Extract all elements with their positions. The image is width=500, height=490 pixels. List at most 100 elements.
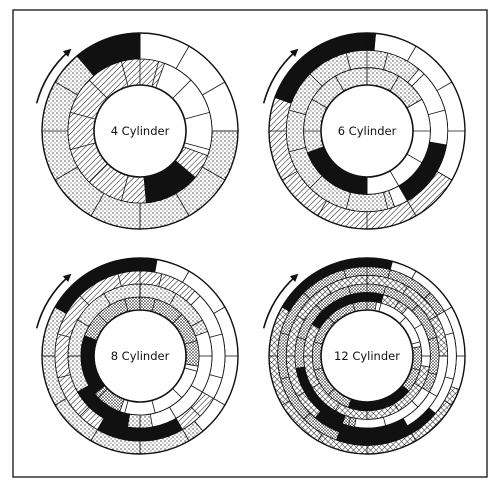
ring-division <box>182 270 190 283</box>
cylinder-label: 6 Cylinder <box>338 124 397 138</box>
ring-division <box>387 269 391 279</box>
ring-division <box>414 382 423 389</box>
ring-division <box>77 385 90 393</box>
cylinder-label: 4 Cylinder <box>111 124 170 138</box>
rotation-arrow-icon <box>35 48 72 104</box>
outer-boundary <box>41 257 239 455</box>
ring-division <box>54 166 78 181</box>
ring-division <box>54 306 67 314</box>
ring-division <box>190 319 203 327</box>
center-hole <box>320 309 414 403</box>
ring-division <box>436 81 453 92</box>
cylinder-label: 12 Cylinder <box>334 349 400 363</box>
ring-division <box>444 306 453 312</box>
ring-division <box>423 292 431 300</box>
ring <box>67 58 213 204</box>
ring <box>67 283 213 429</box>
ring-division <box>103 293 111 306</box>
ring-division <box>334 170 345 187</box>
ring-division <box>378 303 382 312</box>
ring-division <box>411 341 420 345</box>
ring-division <box>77 319 90 327</box>
ring-division <box>184 367 198 372</box>
center-hole <box>93 84 187 178</box>
ring-division <box>423 412 431 420</box>
ring-division <box>334 403 341 412</box>
outer-boundary <box>268 32 466 230</box>
ring-division <box>317 433 323 442</box>
ring-division <box>429 315 438 321</box>
ring-division <box>411 270 417 279</box>
ring-division <box>82 340 96 345</box>
figure-frame <box>12 9 488 478</box>
ring-division <box>97 313 108 324</box>
ring-division <box>328 388 335 395</box>
ring-division <box>297 336 306 340</box>
ring-division <box>90 429 98 442</box>
ring-division <box>280 332 290 336</box>
ring-division <box>317 270 323 279</box>
ring-division <box>151 175 160 201</box>
ring-division <box>399 317 406 324</box>
ring-division <box>393 300 400 309</box>
ring-division <box>172 388 183 399</box>
ring-division <box>345 52 351 70</box>
ring-division <box>389 170 400 187</box>
rotation-arrow-icon <box>35 273 72 329</box>
ring-division <box>297 372 306 376</box>
ring-division <box>328 317 335 324</box>
ring-division <box>184 111 210 120</box>
ring-division <box>347 417 351 426</box>
ring-division <box>117 273 122 287</box>
ring-division <box>151 400 156 414</box>
ring-division <box>120 61 129 87</box>
ring-division <box>429 391 438 397</box>
ring-division <box>151 298 156 312</box>
ring-division <box>414 323 423 330</box>
diagram-4: 12 Cylinder <box>262 257 466 455</box>
ring-division <box>383 286 387 295</box>
rotation-arrow-icon <box>262 273 299 329</box>
ring-division <box>103 406 111 419</box>
outer-boundary <box>41 32 239 230</box>
ring-division <box>184 340 198 345</box>
ring-division <box>347 286 351 295</box>
ring-division <box>383 417 387 426</box>
ring-division <box>428 336 437 340</box>
cylinder-label: 8 Cylinder <box>111 349 170 363</box>
ring-division <box>213 306 226 314</box>
ring-division <box>209 333 223 338</box>
ring-division <box>280 376 290 380</box>
ring-division <box>169 406 177 419</box>
ring-division <box>296 315 305 321</box>
ring-division <box>309 73 323 87</box>
ring-division <box>343 433 347 443</box>
ring-division <box>288 109 306 115</box>
ring-division <box>281 81 298 92</box>
ring-division <box>169 293 177 306</box>
ring-division <box>88 163 108 183</box>
ring-division <box>175 193 190 217</box>
ring-division <box>90 45 105 69</box>
ring-division <box>317 45 328 62</box>
ring-division <box>57 374 71 379</box>
ring-division <box>411 175 425 189</box>
ring-division <box>303 292 311 300</box>
ring <box>54 270 226 442</box>
ring-division <box>399 388 406 395</box>
ring-division <box>296 391 305 397</box>
ring-division <box>90 193 105 217</box>
ring-division <box>182 429 190 442</box>
ring-division <box>202 81 226 96</box>
ring-division <box>411 367 420 371</box>
ring-division <box>315 400 323 408</box>
ring-division <box>190 406 201 417</box>
ring-division <box>190 385 203 393</box>
center-hole <box>93 309 187 403</box>
ring-division <box>444 332 454 336</box>
ring-division <box>281 400 290 406</box>
ring-division <box>213 398 226 406</box>
ring-division <box>151 61 160 87</box>
ring-division <box>406 153 423 164</box>
ring-division <box>428 372 437 376</box>
